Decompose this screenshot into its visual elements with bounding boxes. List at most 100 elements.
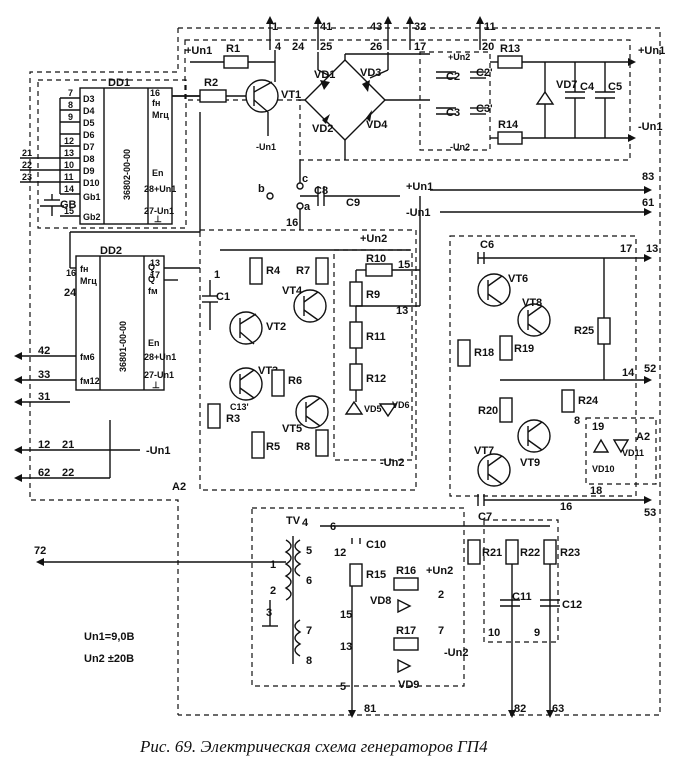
minus-un1-label-2: -Un1 xyxy=(638,121,662,133)
dd1-pin-d7: D7 xyxy=(83,142,95,152)
resistor-r16 xyxy=(393,577,419,591)
block-a2-lower-box xyxy=(251,507,465,687)
dd1-en: En xyxy=(152,168,164,178)
zener-vd6 xyxy=(378,403,398,418)
resistor-r23 xyxy=(543,539,557,565)
c10-label: C9 xyxy=(346,197,360,209)
num-16-right: 16 xyxy=(560,501,572,513)
num-9: 9 xyxy=(534,627,540,639)
dd2-type: 36801-00-00 xyxy=(118,321,128,372)
dd2-q: Q xyxy=(148,262,155,272)
dd1-pin-d3: D3 xyxy=(83,94,95,104)
plus-un1-label-3: +Un1 xyxy=(406,181,433,193)
vt9-label: VT9 xyxy=(520,457,540,469)
c1-label: C1 xyxy=(216,291,230,303)
num-15: 15 xyxy=(398,259,410,271)
c6-label: C10 xyxy=(366,539,386,551)
dd1-pin-d8: D8 xyxy=(83,154,95,164)
transistor-vt8 xyxy=(517,303,551,337)
legend-un2: Un2 ±20В xyxy=(84,653,134,665)
num-17: 17 xyxy=(414,41,426,53)
resistor-r9 xyxy=(349,281,363,307)
dd2-pin-17: 17 xyxy=(150,270,160,280)
dd1-minus: 27-Un1 xyxy=(144,206,174,216)
num-53: 53 xyxy=(644,507,656,519)
transistor-vt7 xyxy=(477,453,511,487)
c2prime-label: C2' xyxy=(476,67,493,79)
cap-c2prime xyxy=(470,71,486,79)
r2-label: R2 xyxy=(204,77,218,89)
dd1-pin-d6: D6 xyxy=(83,130,95,140)
resistor-r21 xyxy=(467,539,481,565)
num-19: 19 xyxy=(592,421,604,433)
resistor-r18 xyxy=(457,339,471,367)
dd1-pin-d4: D4 xyxy=(83,106,95,116)
resistor-r3 xyxy=(207,403,221,429)
resistor-r6 xyxy=(271,369,285,397)
dd1-out-pin: 16 xyxy=(150,88,160,98)
num-16-dd2: 16 xyxy=(66,268,76,278)
dd1-dashed-box xyxy=(37,79,187,229)
plus-un1-label-2: +Un1 xyxy=(638,45,665,57)
plus-un2-label-tv: +Un2 xyxy=(426,565,453,577)
cap-c3prime xyxy=(470,107,486,115)
r24-label: R24 xyxy=(578,395,599,407)
minus-un2-label-tv: -Un2 xyxy=(444,647,468,659)
switch-b-label: b xyxy=(258,183,265,195)
transistor-vt6 xyxy=(477,273,511,307)
zener-vd7 xyxy=(535,90,555,105)
dd1-mhz: Мгц xyxy=(152,110,169,120)
vd7-label: VD7 xyxy=(556,79,577,91)
dd1-name: DD1 xyxy=(108,77,130,89)
vd9-label: VD9 xyxy=(398,679,419,691)
terminal-11-label: 11 xyxy=(484,21,496,33)
dd2-mhz: Мгц xyxy=(80,276,97,286)
block-a2-upper-box xyxy=(199,229,417,491)
resistor-r2 xyxy=(199,89,227,103)
r19-label: R19 xyxy=(514,343,534,355)
plus-un2-label-a2: +Un2 xyxy=(360,233,387,245)
dd1-pin-num-8: 8 xyxy=(68,100,73,110)
vd10-label: VD10 xyxy=(592,464,615,474)
num-13-div: 13 xyxy=(396,305,408,317)
num-22: 22 xyxy=(22,160,32,170)
c5-label: C5 xyxy=(608,81,622,93)
dd1-ground: ⊥ xyxy=(154,214,162,224)
dd2-en: En xyxy=(148,338,160,348)
num-14: 14 xyxy=(622,367,635,379)
transistor-vt4 xyxy=(293,289,327,323)
resistor-r7 xyxy=(315,257,329,285)
num-7-tv: 7 xyxy=(438,625,444,637)
r3-label: R3 xyxy=(226,413,240,425)
vt1-label: VT1 xyxy=(281,89,301,101)
r18-label: R18 xyxy=(474,347,494,359)
num-16-switch: 16 xyxy=(286,217,298,229)
diode-vd8 xyxy=(397,598,412,614)
num-12: 12 xyxy=(38,439,50,451)
resistor-r11 xyxy=(349,321,363,349)
figure-caption: Рис. 69. Электрическая схема генераторов… xyxy=(139,737,488,756)
dd1-pin-num-9: 9 xyxy=(68,112,73,122)
tv-pin-6: 6 xyxy=(306,575,312,587)
r6-label: R6 xyxy=(288,375,302,387)
resistor-r14 xyxy=(497,131,523,145)
chip-dd1 xyxy=(79,87,173,225)
num-83: 83 xyxy=(642,171,654,183)
resistor-r22 xyxy=(505,539,519,565)
num-20: 20 xyxy=(482,41,494,53)
c11-label: C11 xyxy=(512,591,532,603)
vd6-label: VD6 xyxy=(392,400,410,410)
transistor-vt9 xyxy=(517,419,551,453)
c3prime-label: C3' xyxy=(476,103,493,115)
resistor-r8 xyxy=(315,429,329,457)
tv-pin-7: 7 xyxy=(306,625,312,637)
num-21-b: 21 xyxy=(62,439,74,451)
resistor-r1 xyxy=(223,55,249,69)
top-connectors xyxy=(266,16,484,50)
zener-vd11 xyxy=(612,439,630,454)
c7-label: C6 xyxy=(480,239,494,251)
num-31: 31 xyxy=(38,391,50,403)
tv-pin-4: 4 xyxy=(302,517,309,529)
num-81: 81 xyxy=(364,703,376,715)
